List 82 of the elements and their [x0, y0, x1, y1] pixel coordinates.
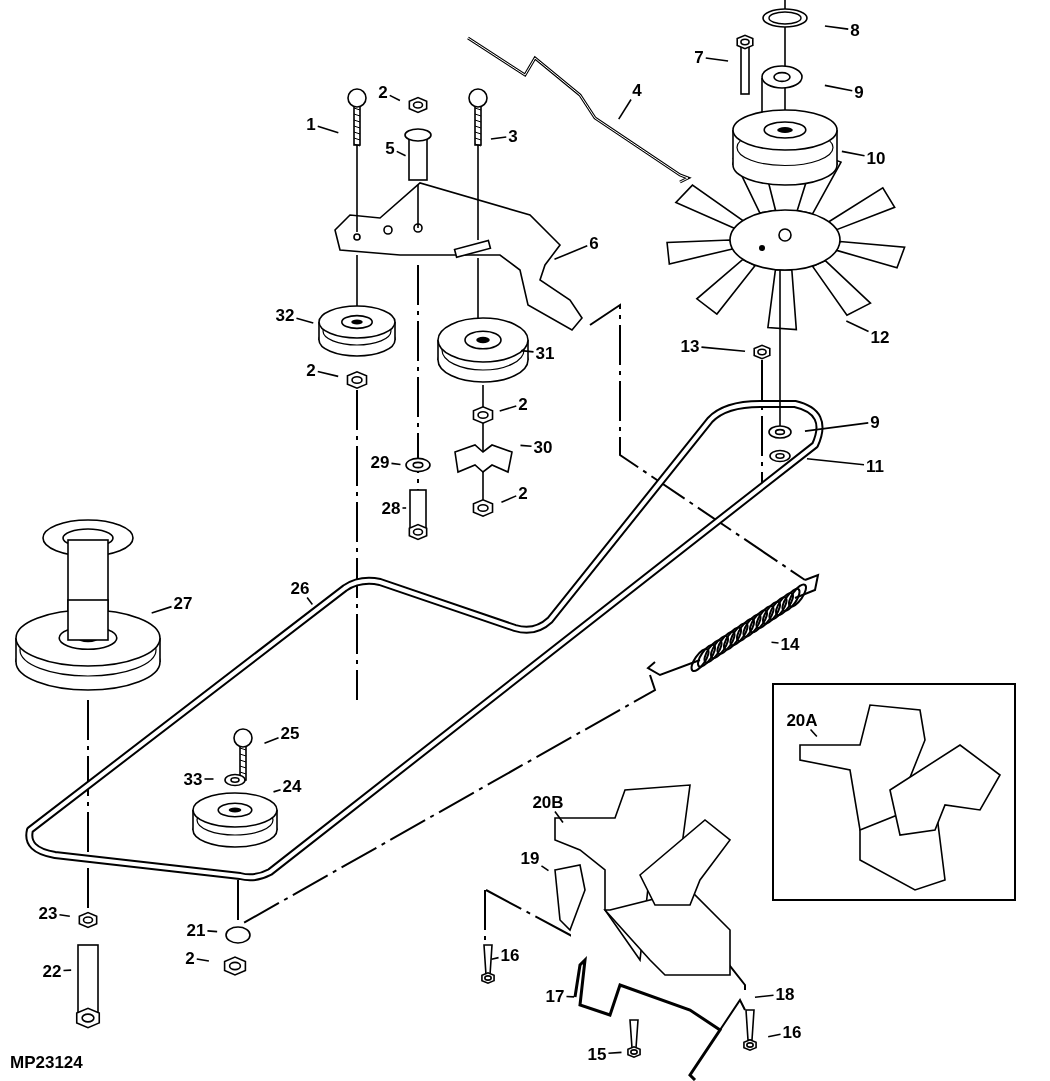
inset-frame — [772, 683, 1016, 901]
leader-line — [700, 346, 746, 353]
leader-line — [62, 969, 72, 972]
leader-line — [767, 1033, 782, 1038]
leader-line — [754, 994, 775, 999]
leader-line — [401, 507, 407, 509]
callout-number: 3 — [506, 126, 520, 146]
leader-line — [150, 605, 173, 614]
leader-line — [490, 136, 508, 140]
callout-number: 2 — [183, 948, 197, 968]
leader-line — [498, 405, 518, 412]
callout-number: 16 — [780, 1022, 804, 1042]
callout-number: 29 — [368, 452, 392, 472]
leader-line — [554, 810, 564, 824]
callout-number: 24 — [280, 776, 304, 796]
leader-line — [520, 349, 535, 353]
callout-number: 10 — [864, 148, 888, 168]
callout-number: 22 — [40, 961, 64, 981]
callout-number: 5 — [383, 138, 397, 158]
callout-number: 2 — [516, 483, 530, 503]
leader-line — [316, 370, 339, 378]
leader-line — [809, 728, 818, 738]
leader-line — [388, 94, 401, 102]
callout-number: 2 — [304, 360, 318, 380]
callout-number: 33 — [181, 769, 205, 789]
callout-number: 4 — [630, 80, 644, 100]
leader-line — [500, 495, 518, 504]
leader-line — [845, 320, 870, 333]
callout-number: 16 — [498, 945, 522, 965]
callout-number: 21 — [184, 920, 208, 940]
leader-line — [804, 422, 870, 432]
callout-number: 19 — [518, 848, 542, 868]
callout-number: 9 — [868, 412, 882, 432]
leader-line — [295, 317, 315, 324]
leader-line — [519, 444, 533, 447]
leader-line — [824, 84, 854, 92]
leader-line — [306, 596, 314, 606]
leader-line — [390, 462, 402, 466]
callout-number: 11 — [864, 456, 886, 476]
callout-number: 2 — [516, 394, 530, 414]
callout-number: 23 — [36, 903, 60, 923]
leader-line — [316, 125, 340, 134]
callout-number: 25 — [278, 723, 302, 743]
leader-line — [704, 57, 729, 62]
leader-line — [565, 995, 575, 998]
callout-number: 8 — [848, 20, 862, 40]
leader-line — [195, 958, 210, 962]
callout-number: 27 — [171, 593, 195, 613]
callout-number: 9 — [852, 82, 866, 102]
leader-line — [806, 457, 865, 466]
callout-number: 1 — [304, 114, 318, 134]
callout-number: 32 — [273, 305, 297, 325]
callout-number: 17 — [543, 986, 567, 1006]
callout-number: 18 — [773, 984, 797, 1004]
callout-number: 14 — [778, 634, 802, 654]
leader-line — [770, 641, 780, 644]
leader-line — [203, 778, 215, 780]
drawing-number: MP23124 — [10, 1053, 83, 1073]
leader-line — [206, 930, 218, 933]
leader-line — [490, 956, 500, 960]
leader-line — [272, 788, 282, 793]
leader-line — [540, 865, 550, 872]
leader-line — [617, 98, 632, 120]
callout-number: 15 — [585, 1044, 609, 1064]
leader-line — [553, 245, 589, 261]
callout-number: 28 — [379, 498, 403, 518]
leader-line — [263, 736, 280, 745]
callout-number: 13 — [678, 336, 702, 356]
callout-number: 31 — [533, 343, 557, 363]
callout-number: 2 — [376, 82, 390, 102]
callout-number: 6 — [587, 233, 601, 253]
leader-line — [395, 150, 407, 157]
callout-number: 7 — [692, 47, 706, 67]
callout-number: 20B — [530, 792, 566, 812]
leader-line — [841, 150, 866, 157]
callout-number: 26 — [288, 578, 312, 598]
leader-line — [607, 1051, 623, 1055]
leader-line — [824, 25, 850, 30]
leader-line — [58, 913, 71, 918]
callout-number: 20A — [784, 710, 820, 730]
callout-number: 12 — [868, 327, 892, 347]
callout-number: 30 — [531, 437, 555, 457]
